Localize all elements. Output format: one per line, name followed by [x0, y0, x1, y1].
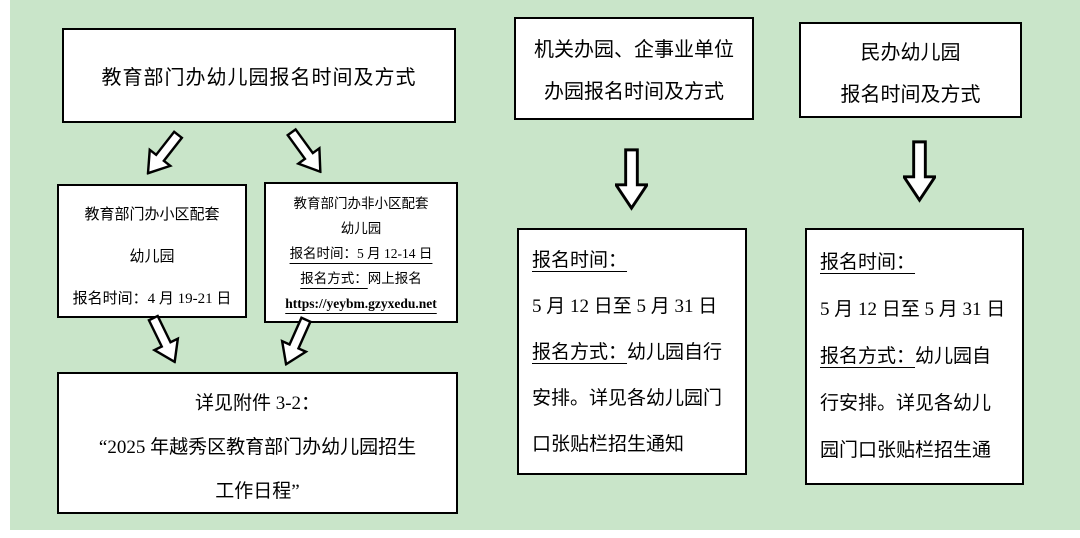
- community-line2: 幼儿园: [129, 249, 175, 265]
- down-left-arrow-icon: [271, 312, 321, 373]
- noncommunity-time-line: 报名时间：5 月 12-14 日: [266, 241, 456, 266]
- community-line3: 报名时间：4 月 19-21 日: [72, 291, 232, 307]
- private-body-line4: 行安排。详见各幼儿: [820, 393, 992, 414]
- private-method-line: 报名方式：幼儿园自: [820, 333, 1022, 380]
- private-time-line: 报名时间：: [820, 239, 1022, 286]
- noncommunity-line1: 教育部门办非小区配套: [293, 196, 429, 211]
- public-method-line: 报名方式：幼儿园自行: [532, 330, 745, 376]
- private-time-label: 报名时间：: [820, 252, 916, 273]
- public-body-line5: 口张贴栏招生通知: [532, 434, 685, 455]
- detail-line2: “2025 年越秀区教育部门办幼儿园招生: [98, 437, 417, 458]
- box-non-community-kindergarten: 教育部门办非小区配套 幼儿园 报名时间：5 月 12-14 日 报名方式：网上报…: [264, 182, 458, 323]
- registration-url-link[interactable]: https://yeybm.gzyxedu.net: [285, 296, 437, 311]
- private-method-label: 报名方式：: [820, 346, 916, 367]
- private-header-line2: 报名时间及方式: [840, 84, 981, 106]
- public-header-line1: 机关办园、企事业单位: [534, 39, 734, 61]
- community-line1: 教育部门办小区配套: [84, 207, 220, 223]
- box-edu-dept-header: 教育部门办幼儿园报名时间及方式: [62, 28, 456, 123]
- box-public-institution-body: 报名时间： 5 月 12 日至 5 月 31 日 报名方式：幼儿园自行 安排。详…: [517, 228, 747, 475]
- noncommunity-method-line: 报名方式：网上报名: [266, 266, 456, 291]
- public-time-value: 5 月 12 日至 5 月 31 日: [532, 296, 718, 317]
- down-right-arrow-icon: [278, 122, 334, 183]
- noncommunity-method-label: 报名方式：: [300, 271, 368, 286]
- box-attachment-detail: 详见附件 3-2： “2025 年越秀区教育部门办幼儿园招生 工作日程”: [57, 372, 458, 514]
- down-right-arrow-icon: [138, 310, 190, 371]
- down-arrow-icon: [903, 138, 936, 204]
- public-time-label: 报名时间：: [532, 250, 628, 271]
- public-method-label: 报名方式：: [532, 342, 628, 363]
- box-public-institution-header: 机关办园、企事业单位 办园报名时间及方式: [514, 17, 754, 120]
- page-margin-bottom: [0, 530, 1080, 538]
- public-header-line2: 办园报名时间及方式: [544, 81, 724, 103]
- noncommunity-time-text: 报名时间：5 月 12-14 日: [289, 246, 433, 261]
- page-margin-left: [0, 0, 10, 538]
- public-body-line4: 安排。详见各幼儿园门: [532, 388, 723, 409]
- private-method-rest: 幼儿园自: [915, 346, 992, 367]
- private-header-line1: 民办幼儿园: [860, 42, 961, 64]
- edu-dept-header-text: 教育部门办幼儿园报名时间及方式: [101, 67, 417, 89]
- box-community-kindergarten: 教育部门办小区配套 幼儿园 报名时间：4 月 19-21 日: [57, 184, 247, 318]
- down-left-arrow-icon: [134, 124, 191, 185]
- private-time-value: 5 月 12 日至 5 月 31 日: [820, 299, 1006, 320]
- box-private-kindergarten-header: 民办幼儿园 报名时间及方式: [799, 22, 1022, 118]
- box-private-kindergarten-body: 报名时间： 5 月 12 日至 5 月 31 日 报名方式：幼儿园自 行安排。详…: [805, 228, 1024, 485]
- detail-line3: 工作日程”: [215, 481, 300, 502]
- detail-line1: 详见附件 3-2：: [194, 393, 321, 414]
- noncommunity-url-line: https://yeybm.gzyxedu.net: [266, 291, 456, 316]
- public-time-line: 报名时间：: [532, 238, 745, 284]
- noncommunity-method-value: 网上报名: [367, 271, 422, 286]
- noncommunity-line2: 幼儿园: [340, 221, 382, 236]
- down-arrow-icon: [615, 146, 648, 212]
- public-method-rest: 幼儿园自行: [627, 342, 723, 363]
- private-body-line5: 园门口张贴栏招生通: [820, 440, 992, 461]
